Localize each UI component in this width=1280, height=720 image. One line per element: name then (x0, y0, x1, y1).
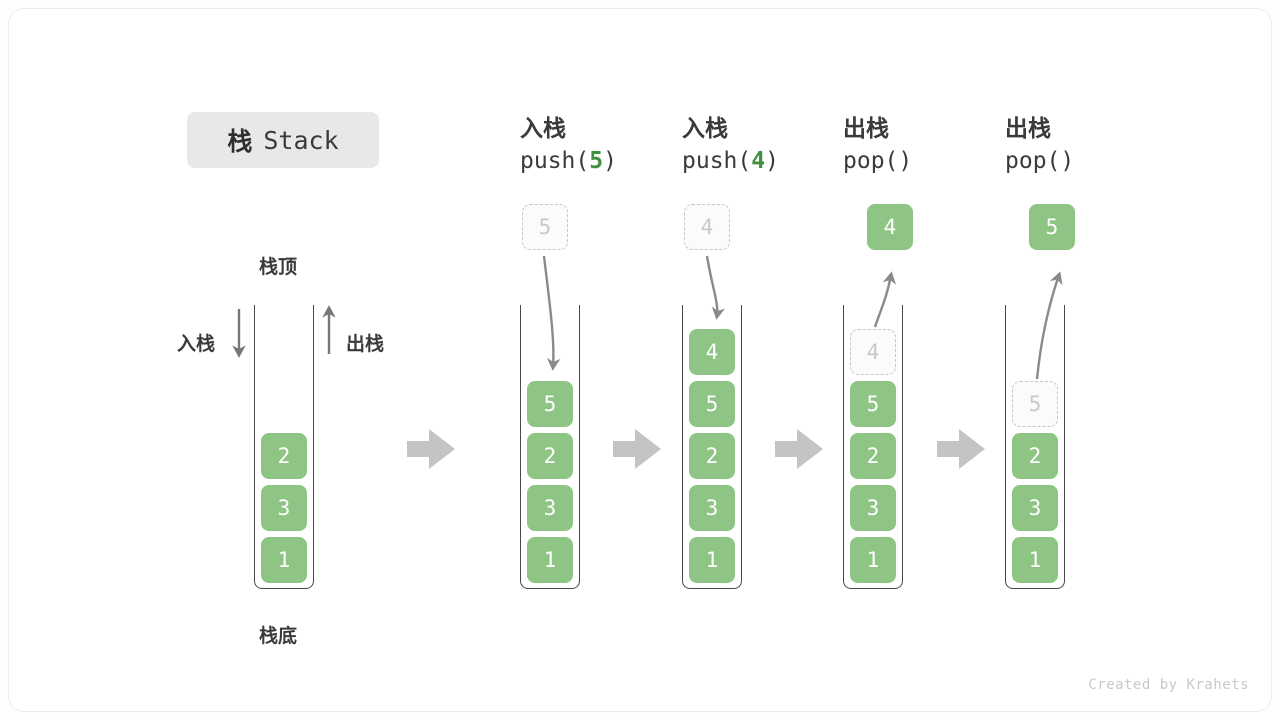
floating-cell-popped: 5 (1029, 204, 1075, 250)
stack-cell: 2 (850, 433, 896, 479)
op-arg: 4 (751, 148, 766, 174)
stack-vessel-pop-5 (1005, 305, 1065, 589)
pop-side-label: 出栈 (346, 333, 385, 355)
push-side-label: 入栈 (177, 333, 216, 355)
stack-cell: 4 (689, 329, 735, 375)
stack-cell-ghost: 4 (850, 329, 896, 375)
stack-cell: 5 (689, 381, 735, 427)
title-latin: Stack (263, 125, 339, 155)
op-header-pop-5: 出栈 pop() (1005, 114, 1175, 178)
stack-cell: 3 (261, 485, 307, 531)
op-label-code: pop() (843, 148, 913, 174)
op-arg: 5 (589, 148, 604, 174)
op-label-cn: 入栈 (682, 116, 728, 142)
op-label-cn: 出栈 (1005, 116, 1051, 142)
stack-cell: 1 (689, 537, 735, 583)
diagram-stage: 栈 Stack 栈顶 入栈 出栈 2 3 1 栈底 入栈 push(5) 5 5… (9, 9, 1271, 711)
stack-cell: 2 (1012, 433, 1058, 479)
stack-top-label: 栈顶 (259, 256, 298, 278)
stack-cell: 3 (850, 485, 896, 531)
stack-bottom-label: 栈底 (259, 625, 298, 647)
diagram-card: 栈 Stack 栈顶 入栈 出栈 2 3 1 栈底 入栈 push(5) 5 5… (8, 8, 1272, 712)
stack-cell: 1 (1012, 537, 1058, 583)
stack-cell-ghost: 5 (1012, 381, 1058, 427)
transition-arrow (937, 429, 985, 469)
stack-cell: 2 (261, 433, 307, 479)
watermark: Created by Krahets (1088, 677, 1249, 693)
floating-cell-ghost: 5 (522, 204, 568, 250)
stack-cell: 2 (527, 433, 573, 479)
op-label-cn: 入栈 (520, 116, 566, 142)
stack-cell: 5 (527, 381, 573, 427)
stack-cell: 3 (1012, 485, 1058, 531)
title-cjk: 栈 (227, 127, 253, 156)
stack-vessel-push-5 (520, 305, 580, 589)
stack-cell: 5 (850, 381, 896, 427)
stack-vessel-push-4 (682, 305, 742, 589)
stack-vessel-initial (254, 305, 314, 589)
op-header-pop-4: 出栈 pop() (843, 114, 1013, 178)
op-label-code: push(4) (682, 148, 779, 174)
stack-cell: 1 (261, 537, 307, 583)
op-label-cn: 出栈 (843, 116, 889, 142)
op-header-push-5: 入栈 push(5) (520, 114, 690, 178)
op-header-push-4: 入栈 push(4) (682, 114, 852, 178)
stack-cell: 3 (527, 485, 573, 531)
op-label-code: pop() (1005, 148, 1075, 174)
stack-cell: 1 (850, 537, 896, 583)
op-label-code: push(5) (520, 148, 617, 174)
title-badge: 栈 Stack (187, 112, 379, 168)
stack-cell: 3 (689, 485, 735, 531)
floating-cell-ghost: 4 (684, 204, 730, 250)
stack-vessel-pop-4 (843, 305, 903, 589)
transition-arrow (407, 429, 455, 469)
transition-arrow (775, 429, 823, 469)
transition-arrow (613, 429, 661, 469)
stack-cell: 1 (527, 537, 573, 583)
floating-cell-popped: 4 (867, 204, 913, 250)
stack-cell: 2 (689, 433, 735, 479)
